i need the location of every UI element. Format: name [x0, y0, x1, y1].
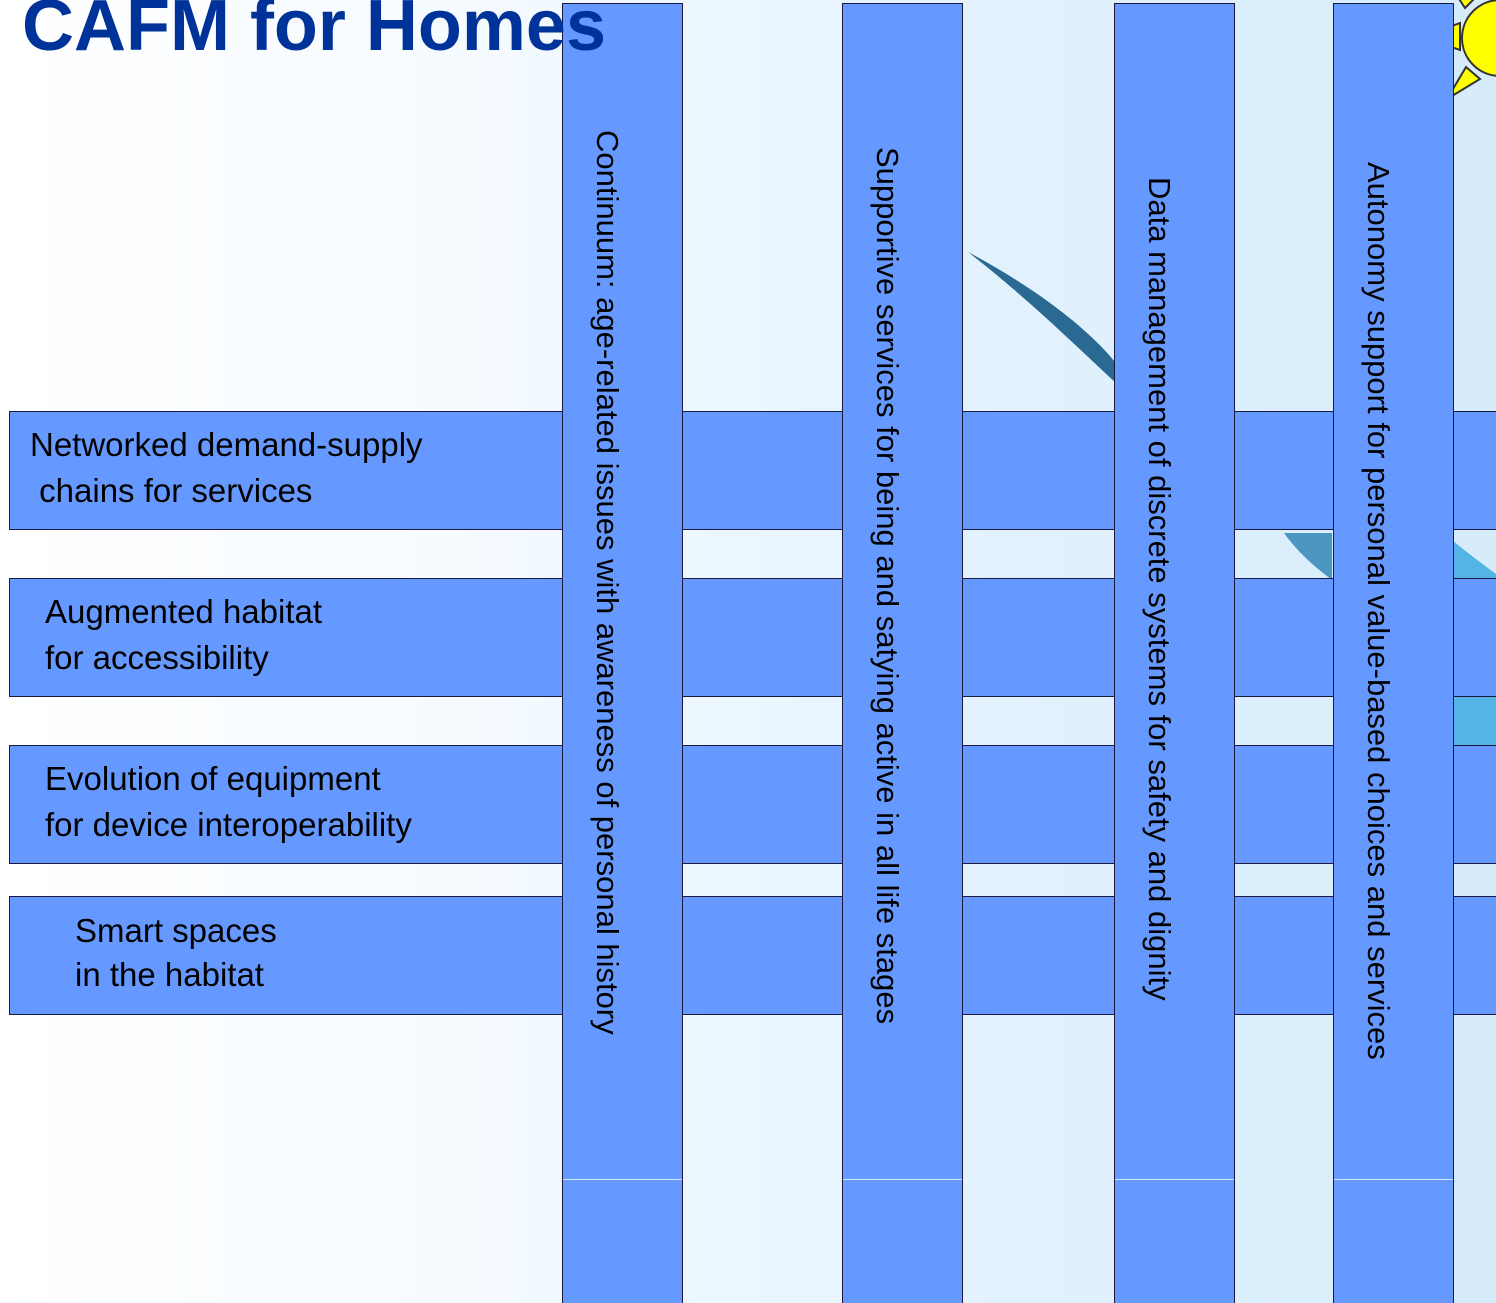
vertical-bar-label: Continuum: age-related issues with aware… [590, 130, 625, 1035]
page-title: CAFM for Homes [22, 0, 607, 66]
horizontal-bar-label-line1: Smart spaces [75, 912, 277, 949]
vertical-bar-supportive-services: Supportive services for being and satyin… [842, 3, 963, 1303]
vertical-bar-label: Supportive services for being and satyin… [870, 147, 905, 1025]
horizontal-bar-label-line1: Evolution of equipment [45, 760, 381, 797]
vertical-bar-divider [563, 1179, 682, 1180]
vertical-bar-autonomy-support: Autonomy support for personal value-base… [1333, 3, 1454, 1303]
horizontal-bar-label-line2: chains for services [30, 472, 313, 509]
swoosh-upper-decoration [968, 252, 1115, 382]
horizontal-bar-label-line2: in the habitat [75, 956, 264, 993]
horizontal-bar-augmented-habitat: Augmented habitat for accessibility [9, 578, 1496, 697]
horizontal-bar-networked-chains: Networked demand-supply chains for servi… [9, 411, 1496, 530]
horizontal-bar-label-line2: for accessibility [45, 639, 269, 676]
vertical-bar-divider [1334, 1179, 1453, 1180]
vertical-bar-divider [843, 1179, 962, 1180]
horizontal-bar-label-line1: Networked demand-supply [30, 426, 423, 463]
horizontal-bar-equipment-evolution: Evolution of equipment for device intero… [9, 745, 1496, 864]
vertical-bar-divider [1115, 1179, 1234, 1180]
horizontal-bar-label-line2: for device interoperability [45, 806, 412, 843]
vertical-bar-continuum: Continuum: age-related issues with aware… [562, 3, 683, 1303]
vertical-bar-label: Data management of discrete systems for … [1142, 177, 1177, 1001]
vertical-bar-label: Autonomy support for personal value-base… [1361, 162, 1396, 1060]
vertical-bar-data-management: Data management of discrete systems for … [1114, 3, 1235, 1303]
swoosh-lower-left-decoration [1284, 533, 1332, 580]
horizontal-bar-label-line1: Augmented habitat [45, 593, 323, 630]
horizontal-bar-smart-spaces: Smart spaces in the habitat [9, 896, 1496, 1015]
